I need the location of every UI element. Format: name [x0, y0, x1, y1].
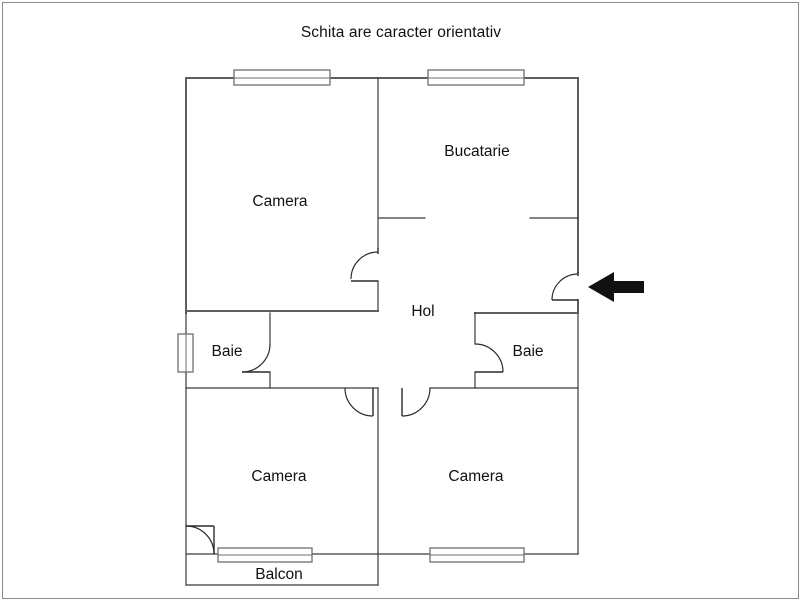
room-label-camera-top-left: Camera: [252, 193, 308, 210]
door-baie-left: [241, 343, 271, 373]
door-camera-bottom-right: [401, 387, 431, 417]
room-label-baie-left: Baie: [211, 343, 242, 360]
room-label-balcon: Balcon: [255, 566, 302, 583]
door-baie-right: [474, 343, 504, 373]
room-label-baie-right: Baie: [512, 343, 543, 360]
window-top-right: [427, 69, 525, 86]
room-label-camera-bottom-right: Camera: [448, 468, 504, 485]
room-label-camera-bottom-left: Camera: [251, 468, 307, 485]
window-baie-left: [177, 333, 194, 373]
door-camera-top-left: [350, 248, 379, 282]
exterior-walls: [185, 77, 579, 586]
page-title: Schita are caracter orientativ: [300, 24, 502, 41]
door-camera-bottom-left: [344, 387, 374, 417]
door-balcon: [185, 525, 215, 555]
room-label-hol: Hol: [411, 303, 434, 320]
entrance-arrow-icon: [588, 272, 644, 302]
window-top-left: [233, 69, 331, 86]
window-bottom-right: [429, 547, 525, 563]
window-balcon: [217, 547, 313, 563]
room-label-bucatarie: Bucatarie: [444, 143, 509, 160]
interior-walls: [185, 77, 579, 586]
door-entrance: [551, 272, 579, 301]
